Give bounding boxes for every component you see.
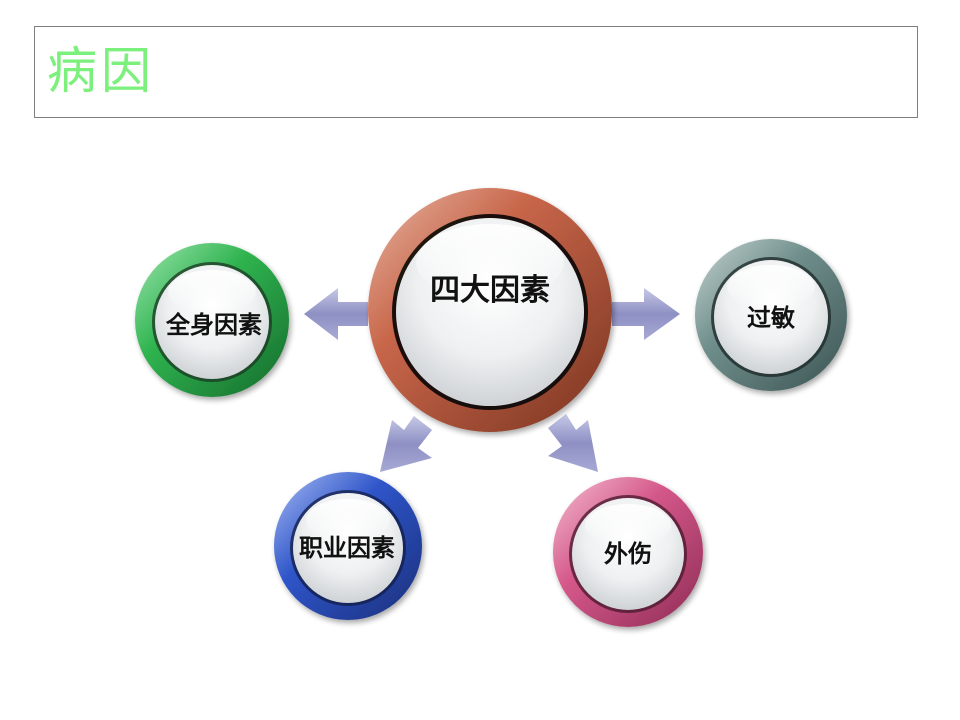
node-allergy — [695, 239, 847, 391]
arrow-to-allergy — [612, 288, 680, 340]
node-occupational-label: 职业因素 — [299, 533, 395, 562]
node-trauma — [553, 477, 703, 627]
center-node — [368, 188, 612, 432]
node-trauma-label: 外伤 — [604, 539, 652, 568]
node-whole-body-label: 全身因素 — [165, 310, 262, 339]
arrow-to-whole-body — [304, 288, 368, 340]
node-occupational — [274, 472, 422, 620]
node-allergy-label: 过敏 — [747, 303, 795, 332]
arrow-to-trauma — [548, 414, 598, 472]
node-whole-body — [135, 243, 289, 397]
arrow-to-occupational — [380, 416, 432, 472]
slide-title: 病因 — [47, 42, 155, 100]
center-node-label: 四大因素 — [430, 273, 550, 308]
title-box: 病因 — [34, 26, 918, 118]
